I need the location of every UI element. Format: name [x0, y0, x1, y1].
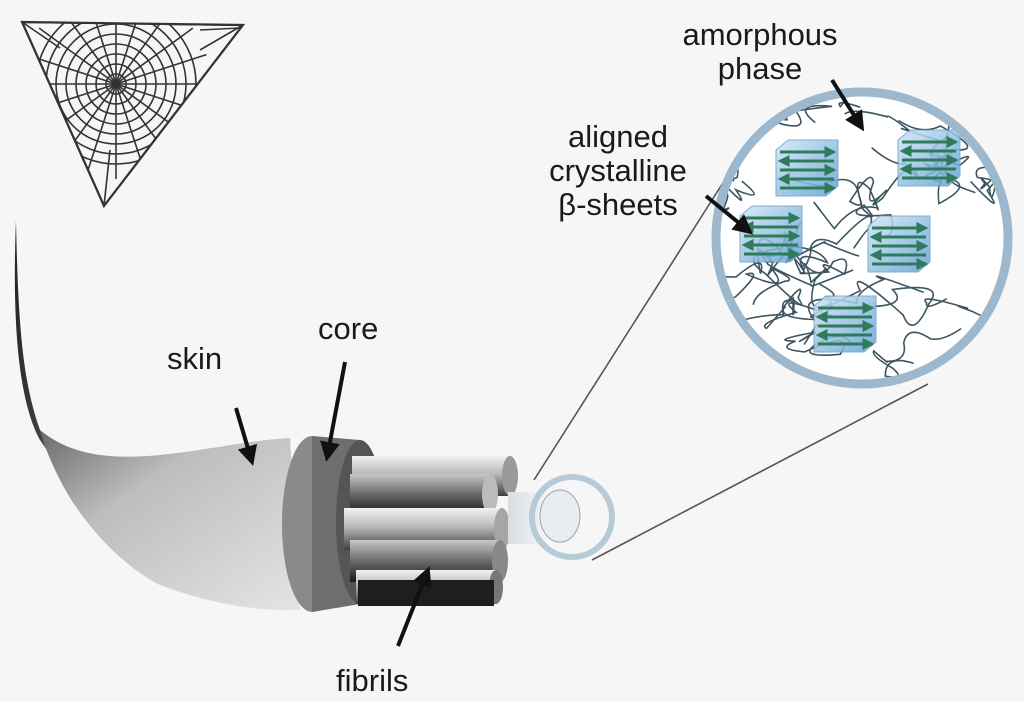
web-ring — [65, 33, 167, 135]
web-anchor-strand — [103, 149, 111, 207]
label-aligned-beta-sheets: aligned crystalline β-sheets — [528, 120, 708, 222]
amorphous-chain — [813, 181, 894, 239]
amorphous-chain — [784, 323, 852, 356]
fiber-skin — [40, 430, 300, 611]
fibril-end — [482, 474, 498, 514]
web-anchor-strand — [199, 27, 241, 31]
amorphous-chain — [744, 275, 924, 321]
label-amorphous-line2: phase — [717, 51, 803, 86]
web-spoke — [85, 22, 117, 85]
beta-sheet-crystal — [867, 215, 931, 273]
web-spoke — [115, 53, 207, 85]
web-ring — [75, 43, 157, 125]
label-core: core — [318, 311, 379, 346]
amorphous-chain — [980, 164, 1008, 207]
web-anchor-strand — [199, 24, 244, 51]
amorphous-chain — [872, 327, 962, 378]
web-spoke — [38, 27, 117, 85]
web-spoke — [85, 83, 117, 175]
web-spoke — [115, 27, 194, 85]
fibril — [358, 580, 494, 606]
beta-sheets-arrow — [704, 194, 754, 235]
web-frame — [20, 20, 246, 209]
zoom-line-bottom — [591, 383, 929, 561]
web-ring — [85, 53, 147, 115]
fibril — [350, 474, 490, 514]
label-amorphous: amorphous phase — [660, 18, 860, 86]
core-arrow — [320, 361, 347, 462]
crystalline-beta-sheets — [739, 129, 961, 353]
magnifier-small-ring — [529, 474, 615, 560]
beta-sheet-crystal — [813, 295, 877, 353]
web-ring — [95, 63, 137, 105]
label-fibrils: fibrils — [336, 663, 409, 698]
beta-sheet-crystal — [739, 205, 803, 263]
fibril-end — [494, 508, 510, 550]
amorphous-arrow — [830, 78, 865, 132]
beta-sheet-crystal — [775, 139, 839, 197]
zoom-line-top — [533, 177, 727, 481]
beta-sheet-crystal — [897, 129, 961, 187]
amorphous-chain — [716, 92, 861, 108]
fibril-bundle — [344, 456, 518, 606]
web-anchor-strand — [21, 21, 61, 49]
web-spoke — [25, 53, 117, 85]
fibril-end — [502, 456, 518, 496]
web-spoke — [59, 22, 117, 85]
label-aligned-line3: β-sheets — [558, 187, 678, 222]
amorphous-chain — [716, 267, 791, 308]
web-ring — [105, 73, 127, 95]
web-spoke — [115, 22, 173, 85]
label-amorphous-line1: amorphous — [682, 17, 838, 52]
fibrils-arrow — [396, 566, 432, 647]
label-skin: skin — [167, 341, 223, 376]
zoom-circle-ring — [711, 87, 1013, 389]
label-aligned-line2: crystalline — [549, 153, 687, 188]
skin-arrow — [234, 407, 258, 466]
web-spoke — [115, 22, 147, 85]
label-aligned-line1: aligned — [568, 119, 668, 154]
fibril-plug-face — [539, 489, 581, 543]
